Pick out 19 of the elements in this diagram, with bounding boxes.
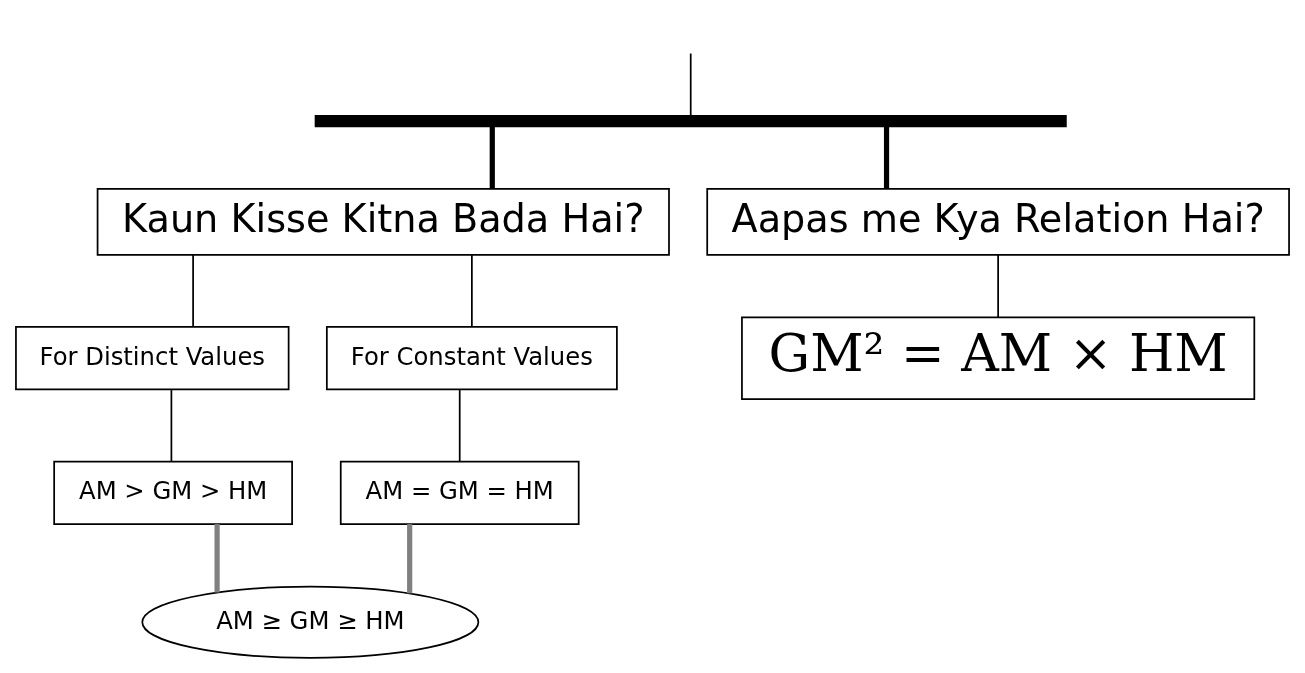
node-ellipse: AM ≥ GM ≥ HM — [141, 585, 480, 659]
connector — [458, 389, 461, 462]
node-box: Kaun Kisse Kitna Bada Hai? — [96, 188, 670, 256]
connector — [192, 254, 194, 328]
connector — [407, 524, 413, 594]
connector — [997, 254, 999, 319]
connector — [883, 126, 890, 189]
connector — [489, 126, 495, 189]
node-box: AM > GM > HM — [53, 460, 293, 525]
node-box: Aapas me Kya Relation Hai? — [706, 188, 1290, 256]
connector — [214, 524, 220, 593]
node-box: GM² = AM × HM — [741, 316, 1256, 400]
node-box: AM = GM = HM — [339, 460, 580, 525]
node-box: For Constant Values — [325, 326, 618, 391]
connector — [170, 389, 173, 462]
node-box: For Distinct Values — [15, 326, 290, 391]
node-bar — [314, 115, 1067, 128]
connector — [689, 52, 692, 117]
connector — [471, 254, 473, 328]
